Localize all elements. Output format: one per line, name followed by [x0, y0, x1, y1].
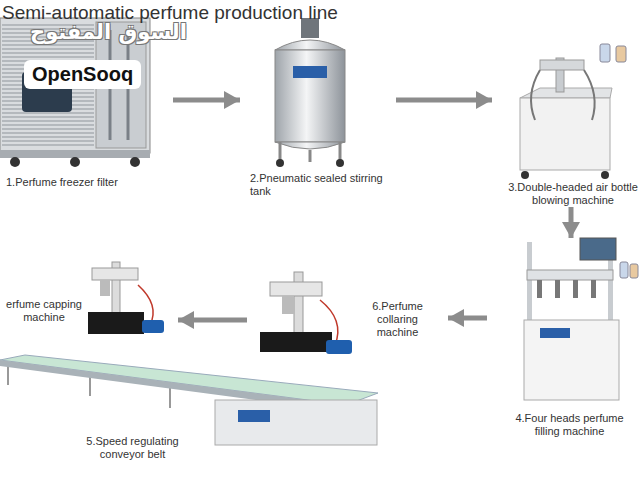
blowing-machine — [520, 44, 626, 179]
belt-surface — [0, 355, 378, 405]
press-base — [260, 332, 332, 352]
wheel — [70, 157, 80, 167]
machine-label: 1.Perfume freezer filter — [6, 176, 161, 189]
drive-cabinet — [215, 400, 377, 445]
head-bar — [527, 270, 613, 280]
flow-arrow — [569, 207, 574, 238]
tank-leg — [309, 150, 312, 162]
collar-die — [282, 296, 294, 314]
machine-label: 6.Perfume collaring machine — [355, 300, 440, 339]
perfume-bottle — [620, 262, 628, 278]
wheel — [336, 159, 344, 167]
machine-node: erfume capping machine — [0, 258, 170, 343]
machine-label: 5.Speed regulating conveyor belt — [75, 435, 190, 461]
conveyor-belt — [0, 355, 378, 445]
tank-leg — [339, 142, 342, 160]
foot-pedal — [142, 320, 164, 333]
capping-machine — [88, 262, 164, 334]
freezer-base — [0, 150, 150, 158]
flow-arrow — [173, 98, 240, 103]
wheel — [521, 171, 529, 179]
frame-post — [527, 242, 532, 322]
machine-plate — [540, 328, 570, 338]
press-head — [270, 282, 322, 296]
blow-head — [540, 60, 584, 70]
air-line — [138, 285, 153, 325]
machine-node: 1.Perfume freezer filter — [0, 20, 165, 195]
fill-nozzle — [555, 280, 560, 298]
flow-arrow — [448, 316, 487, 321]
fill-nozzle — [573, 280, 578, 298]
air-line — [320, 300, 338, 345]
press-head — [92, 268, 138, 280]
control-screen — [580, 238, 616, 260]
stirring-tank — [275, 18, 345, 167]
machine-label: 3.Double-headed air bottle blowing machi… — [506, 181, 640, 207]
machine-node: 5.Speed regulating conveyor belt — [0, 352, 380, 467]
press-base — [88, 312, 144, 334]
foot-pedal — [326, 340, 352, 354]
filling-machine — [524, 238, 638, 400]
machine-node: 2.Pneumatic sealed stirring tank — [248, 20, 388, 205]
cap-die — [100, 280, 110, 296]
cabinet-top — [520, 88, 612, 98]
flow-arrow — [178, 318, 247, 323]
fill-nozzle — [537, 280, 542, 298]
machine-label: 2.Pneumatic sealed stirring tank — [250, 172, 386, 198]
perfume-bottle — [616, 46, 626, 62]
air-hose — [584, 70, 595, 120]
machine-plate — [238, 410, 270, 422]
perfume-bottle — [630, 264, 638, 278]
tank-body — [275, 50, 345, 142]
machine-label: 4.Four heads perfume filling machine — [507, 412, 632, 438]
watermark-text: OpenSooq — [24, 60, 141, 89]
air-hose — [531, 70, 540, 120]
cabinet — [524, 320, 619, 400]
watermark-text: السوق المفتوح — [30, 20, 187, 44]
press-post — [294, 272, 303, 334]
tank-bottom — [275, 142, 345, 149]
machine-node: 4.Four heads perfume filling machine — [495, 240, 640, 445]
machine-node: 6.Perfume collaring machine — [255, 265, 440, 365]
perfume-bottle — [600, 44, 610, 62]
wheel — [10, 157, 20, 167]
tank-plate — [293, 66, 327, 78]
wheel — [601, 171, 609, 179]
flow-arrow — [396, 98, 492, 103]
tank-lid — [275, 40, 345, 50]
cabinet — [520, 98, 610, 170]
tank-leg — [279, 142, 282, 160]
machine-node: 3.Double-headed air bottle blowing machi… — [500, 55, 640, 205]
fill-nozzle — [591, 280, 596, 298]
wheel — [276, 159, 284, 167]
machine-label: erfume capping machine — [0, 298, 88, 324]
collaring-machine — [260, 272, 352, 354]
wheel — [130, 157, 140, 167]
